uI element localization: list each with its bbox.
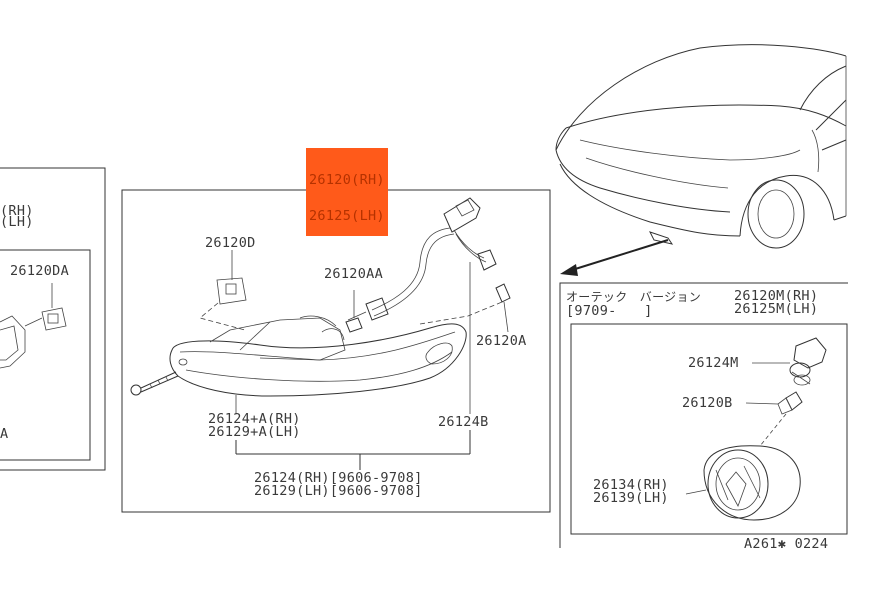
left-rh-label: (RH)	[0, 203, 34, 219]
bulb-label: 26120AA	[324, 266, 383, 282]
left-panel-frame	[0, 167, 106, 471]
bracket-label: 26120D	[205, 235, 256, 251]
left-panel-parts	[0, 283, 67, 369]
screw-part	[130, 371, 179, 396]
socket-label: 26120A	[476, 333, 527, 349]
version-line-1: オーテック バージョン	[566, 290, 702, 304]
left-fragment-label: A	[0, 426, 9, 442]
assy-rh-label: 26124(RH)[9606-9708]	[254, 470, 423, 486]
highlighted-part-number: 26120(RH) 26125(LH)	[306, 148, 388, 236]
lamp-a-rh-label: 26124+A(RH)	[208, 411, 301, 427]
m-socket-label: 26124M	[688, 355, 739, 371]
wire-harness	[347, 197, 497, 321]
right-title-lh: 26125M(LH)	[734, 301, 819, 317]
left-part-da-label: 26120DA	[10, 263, 69, 279]
bracket-part	[199, 250, 247, 331]
lamp-housing	[169, 315, 467, 397]
main-title-rh: 26120(RH)	[309, 172, 385, 188]
m-socket-part	[752, 337, 827, 386]
m-lens-rh-label: 26134(RH)	[593, 477, 669, 493]
version-line-2: [9709- ]	[566, 303, 653, 319]
socket-part	[419, 283, 511, 333]
m-bulb-label: 26120B	[682, 395, 733, 411]
left-lh-label: (LH)	[0, 214, 34, 230]
lamp-b-label: 26124B	[438, 414, 489, 430]
right-title-rh: 26120M(RH)	[734, 288, 819, 304]
lamp-a-lh-label: 26129+A(LH)	[208, 424, 301, 440]
callout-arrow	[560, 239, 669, 276]
main-leader-lines	[235, 262, 471, 470]
right-panel-frame	[559, 282, 848, 548]
m-bulb-part	[745, 391, 803, 447]
car-illustration	[555, 44, 847, 249]
m-lens-part	[685, 445, 801, 521]
assy-lh-label: 26129(LH)[9606-9708]	[254, 483, 423, 499]
main-title-lh: 26125(LH)	[309, 208, 385, 224]
bulb-part	[345, 290, 363, 333]
m-lens-lh-label: 26139(LH)	[593, 490, 669, 506]
diagram-code: A261✱ 0224	[744, 536, 829, 552]
